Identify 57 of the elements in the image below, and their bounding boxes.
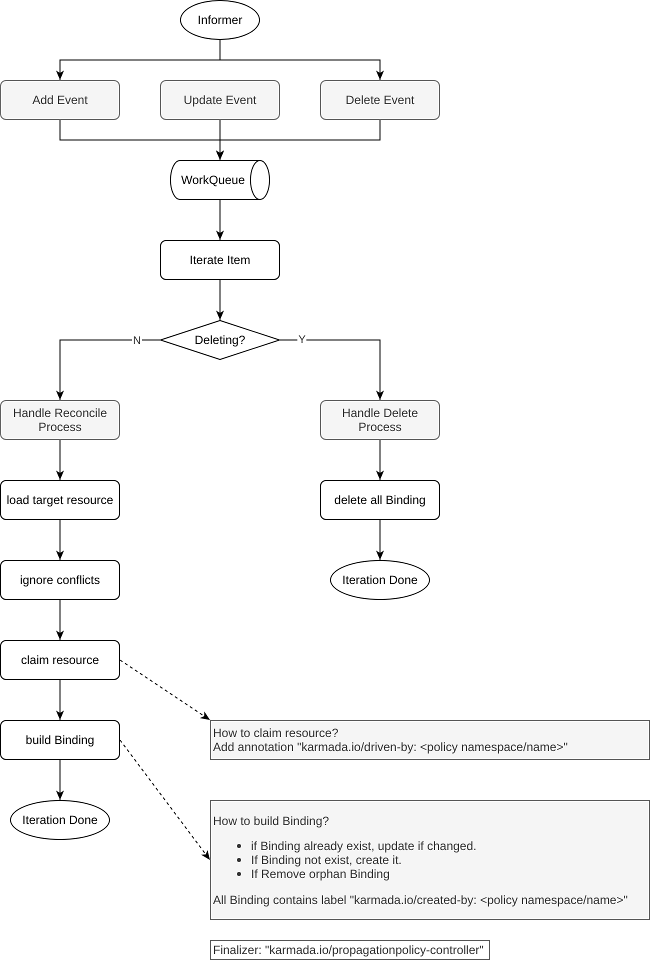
arrow xyxy=(216,280,224,320)
node-label: Update Event xyxy=(184,93,256,107)
arrow xyxy=(56,760,64,800)
node-label: Handle Reconcile Process xyxy=(12,406,108,434)
node-label: Informer xyxy=(198,13,242,27)
list-item-text: If Binding not exist, create it. xyxy=(251,852,402,866)
arrow xyxy=(56,520,64,560)
list-item-text: if Binding already exist, update if changed. xyxy=(251,838,476,852)
node-label: Handle Delete Process xyxy=(340,406,420,434)
node-label: delete all Binding xyxy=(334,493,426,507)
queue-cylinder xyxy=(170,160,270,200)
arrow xyxy=(216,120,380,160)
arrow xyxy=(56,600,64,640)
node-label: load target resource xyxy=(6,493,114,507)
note-text: How to claim resource? xyxy=(213,726,338,740)
arrow xyxy=(56,440,64,480)
node-label: Iteration Done xyxy=(22,813,98,827)
node-label: WorkQueue xyxy=(181,173,245,187)
process-box xyxy=(0,720,120,760)
arrow xyxy=(216,200,224,240)
note-box xyxy=(210,720,650,760)
dashed-arrow xyxy=(120,660,210,720)
arrow xyxy=(376,440,384,480)
node-label: Add Event xyxy=(32,93,88,107)
arrow xyxy=(56,680,64,720)
arrow xyxy=(220,40,384,80)
node-label: ignore conflicts xyxy=(20,573,100,587)
list-item-text: If Remove orphan Binding xyxy=(251,866,390,880)
edge-label: Y xyxy=(297,334,307,346)
node-label: build Binding xyxy=(26,733,94,747)
edge-label: N xyxy=(132,335,142,347)
node-label: Delete Event xyxy=(346,93,414,107)
note-box xyxy=(210,800,650,920)
process-box xyxy=(160,80,280,120)
process-box xyxy=(320,80,440,120)
process-box xyxy=(320,400,440,440)
arrow xyxy=(280,340,384,400)
arrow xyxy=(56,340,160,400)
process-box xyxy=(0,560,120,600)
note-text: Add annotation "karmada.io/driven-by: <policy namespace/name>" xyxy=(213,740,568,754)
node-label: Deleting? xyxy=(194,333,246,347)
node-label: claim resource xyxy=(20,653,100,667)
note-text: All Binding contains label "karmada.io/created-by: <policy namespace/name>" xyxy=(213,892,628,906)
note-box xyxy=(210,940,490,960)
process-box xyxy=(0,640,120,680)
process-box xyxy=(160,240,280,280)
note-text: Finalizer: "karmada.io/propagationpolicy-controller" xyxy=(213,943,484,957)
process-box xyxy=(320,480,440,520)
arrow xyxy=(376,520,384,560)
process-box xyxy=(0,80,120,120)
node-label: Iterate Item xyxy=(190,253,250,267)
note-text: How to build Binding? xyxy=(213,814,330,828)
node-label: Iteration Done xyxy=(342,573,418,587)
dashed-arrow xyxy=(120,740,210,860)
decision-diamond xyxy=(160,320,280,360)
process-box xyxy=(0,480,120,520)
process-box xyxy=(0,400,120,440)
